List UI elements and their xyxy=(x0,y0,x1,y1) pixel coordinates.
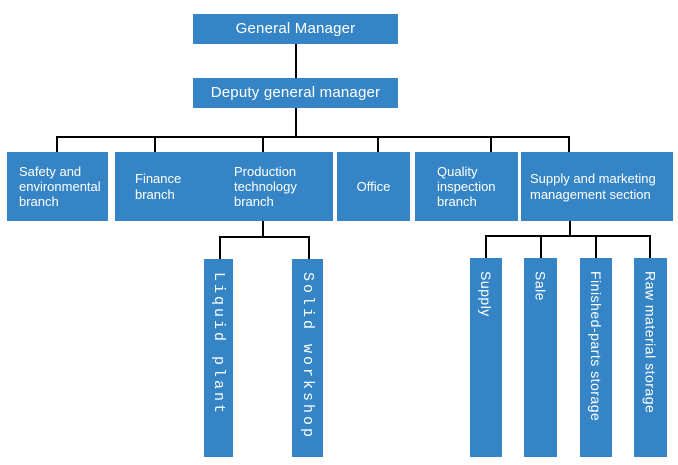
node-finished-parts-storage-label: Finished-parts storage xyxy=(588,271,604,422)
connector-stub-raw-material-storage xyxy=(649,235,651,258)
connector-stub-supply-section xyxy=(568,136,570,153)
connector-supply-bus xyxy=(485,235,651,237)
node-safety-environmental-branch: Safety and environmental branch xyxy=(7,152,108,221)
connector-stub-safety xyxy=(56,136,58,153)
connector-stub-solid-workshop xyxy=(308,236,310,259)
node-finance-branch: Finance branch xyxy=(115,152,218,221)
node-supply: Supply xyxy=(470,258,502,457)
connector-stub-production xyxy=(262,136,264,153)
connector-deputy-bus xyxy=(295,108,297,136)
connector-stub-sale xyxy=(540,235,542,258)
node-supply-marketing-management-section: Supply and marketing management section xyxy=(521,152,673,221)
connector-main-bus xyxy=(56,136,570,138)
node-deputy-general-manager: Deputy general manager xyxy=(193,78,398,108)
node-liquid-plant-label: Liquid plant xyxy=(210,272,227,417)
node-sale-label: Sale xyxy=(532,271,549,302)
node-raw-material-storage: Raw material storage xyxy=(634,258,667,457)
node-supply-label: Supply xyxy=(478,271,494,317)
node-solid-workshop-label: Solid workshop xyxy=(299,272,316,441)
node-office: Office xyxy=(337,152,410,221)
connector-production-bus xyxy=(219,236,310,238)
node-sale: Sale xyxy=(524,258,557,457)
node-finished-parts-storage: Finished-parts storage xyxy=(580,258,612,457)
node-solid-workshop: Solid workshop xyxy=(292,259,323,457)
node-quality-inspection-branch: Quality inspection branch xyxy=(415,152,518,221)
node-liquid-plant: Liquid plant xyxy=(204,259,233,457)
connector-supply-down xyxy=(569,221,571,236)
connector-stub-finance xyxy=(154,136,156,153)
connector-stub-supply xyxy=(485,235,487,258)
node-raw-material-storage-label: Raw material storage xyxy=(642,271,659,414)
connector-gm-deputy xyxy=(295,44,297,78)
connector-production-down xyxy=(262,221,264,237)
node-production-technology-branch: Production technology branch xyxy=(218,152,333,221)
connector-stub-liquid-plant xyxy=(219,236,221,259)
connector-stub-quality xyxy=(490,136,492,153)
connector-stub-office xyxy=(377,136,379,153)
connector-stub-finished-parts-storage xyxy=(595,235,597,258)
node-general-manager: General Manager xyxy=(193,14,398,44)
